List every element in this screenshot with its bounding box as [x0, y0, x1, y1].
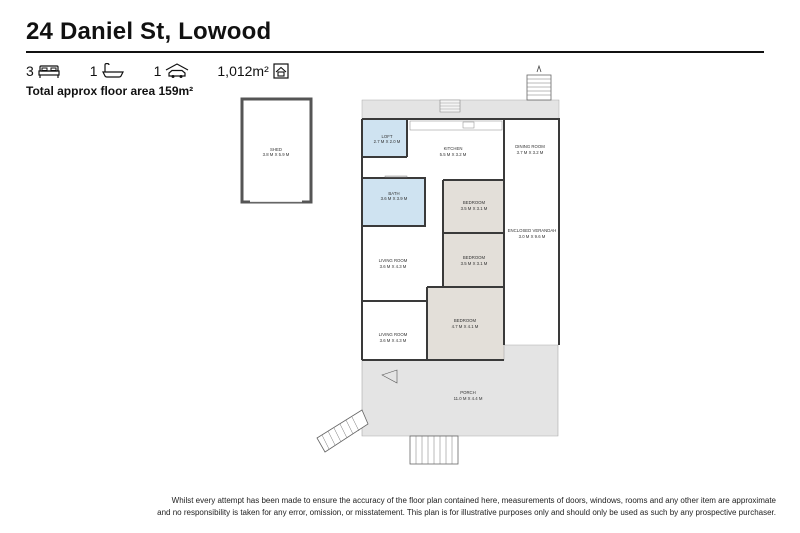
bedroom-2-name: BEDROOM — [463, 255, 486, 260]
kitchen-dims: 5.5 M X 3.2 M — [440, 152, 467, 157]
shed-name: SHED — [270, 147, 282, 152]
living-room-2-name: LIVING ROOM — [379, 332, 408, 337]
bed-icon — [38, 65, 60, 78]
land-icon — [273, 63, 289, 79]
garages-stat: 1 — [154, 63, 190, 79]
bedroom-3-name: BEDROOM — [454, 318, 477, 323]
bath-dims: 3.6 M X 3.9 M — [381, 196, 408, 201]
living-room-1-name: LIVING ROOM — [379, 258, 408, 263]
bedroom-1-name: BEDROOM — [463, 200, 486, 205]
entry-door — [381, 369, 398, 384]
floor-area: Total approx floor area 159m² — [26, 84, 194, 98]
listing-title: 24 Daniel St, Lowood — [26, 18, 272, 45]
land-area: 1,012m² — [217, 63, 269, 79]
bedroom-2-dims: 3.5 M X 3.1 M — [461, 261, 488, 266]
bathrooms-count: 1 — [89, 63, 98, 79]
kitchen-name: KITCHEN — [444, 146, 463, 151]
bedroom-1-dims: 3.5 M X 3.1 M — [461, 206, 488, 211]
car-icon — [166, 63, 189, 78]
disclaimer: Whilst every attempt has been made to en… — [0, 495, 776, 518]
property-stats: 3 1 1 1,012m² — [26, 62, 305, 80]
bedrooms-count: 3 — [26, 63, 34, 79]
bath-icon — [101, 63, 124, 78]
porch-stairs-left — [316, 409, 369, 453]
rear-stairs — [526, 64, 552, 101]
disclaimer-line-1: Whilst every attempt has been made to en… — [171, 496, 776, 505]
living-room-1-dims: 3.6 M X 4.3 M — [380, 264, 407, 269]
verandah-name: ENCLOSED VERANDAH — [508, 228, 557, 233]
porch-dims: 11.0 M X 4.4 M — [454, 396, 483, 401]
front-stairs — [409, 435, 459, 465]
loft-name: LOFT — [382, 134, 393, 139]
living-room-2-dims: 3.6 M X 4.3 M — [380, 338, 407, 343]
shed: SHED 3.8 M X 5.9 M — [240, 97, 313, 204]
porch-name: PORCH — [460, 390, 476, 395]
bath-name: BATH — [388, 191, 399, 196]
house-walls — [361, 118, 560, 361]
garages-count: 1 — [153, 63, 162, 79]
land-stat: 1,012m² — [217, 63, 289, 79]
bedroom-3-dims: 4.7 M X 4.1 M — [452, 324, 479, 329]
top-deck — [361, 99, 560, 120]
loft-dims: 2.7 M X 2.0 M — [374, 139, 401, 144]
dining-name: DINING ROOM — [515, 144, 545, 149]
title-divider — [26, 51, 764, 53]
shed-dims: 3.8 M X 5.9 M — [263, 152, 290, 157]
kitchen-fittings — [384, 120, 503, 178]
dining-dims: 3.7 M X 3.2 M — [517, 150, 544, 155]
bedrooms-stat: 3 — [26, 63, 60, 79]
verandah-dims: 3.0 M X 9.6 M — [519, 234, 546, 239]
disclaimer-line-2: and no responsibility is taken for any e… — [157, 507, 776, 517]
bathrooms-stat: 1 — [90, 63, 124, 79]
